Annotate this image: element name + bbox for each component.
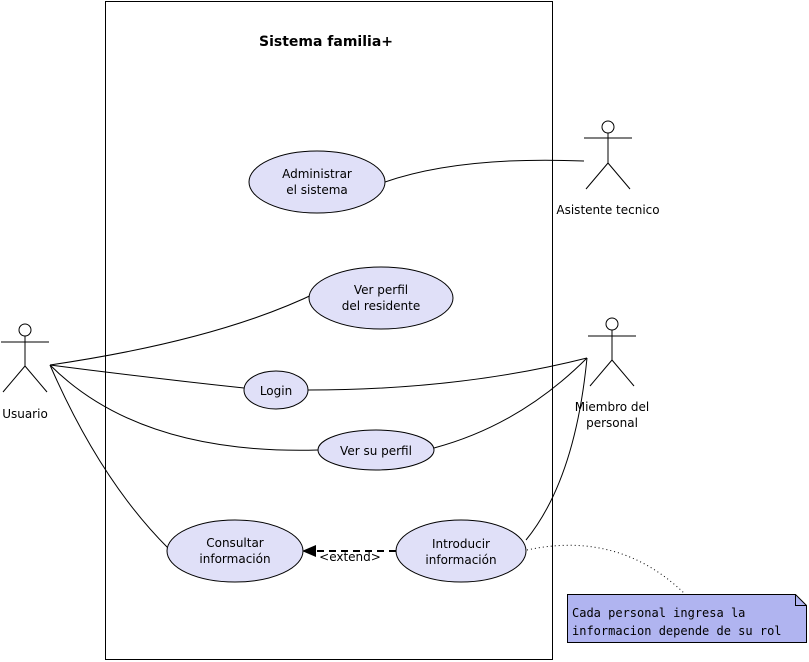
use-case-ver-su-perfil-label: Ver su perfil bbox=[340, 444, 412, 458]
extend-label: <extend> bbox=[319, 550, 381, 564]
actor-asistente-label: Asistente tecnico bbox=[556, 203, 659, 217]
use-case-consultar-line1: Consultar bbox=[206, 536, 264, 550]
assoc-asistente-administrar bbox=[384, 159, 585, 183]
actor-asistente-tecnico[interactable]: Asistente tecnico bbox=[556, 120, 660, 217]
actor-miembro-label-line1: Miembro del bbox=[575, 400, 650, 414]
use-case-ver-perfil-residente[interactable]: Ver perfil del residente bbox=[308, 266, 454, 330]
use-case-administrar-line1: Administrar bbox=[282, 167, 352, 181]
use-case-ver-perfil-residente-line1: Ver perfil bbox=[354, 283, 408, 297]
use-case-login[interactable]: Login bbox=[243, 370, 309, 410]
actor-usuario[interactable]: Usuario bbox=[1, 323, 49, 421]
assoc-usuario-login bbox=[49, 364, 245, 389]
actor-usuario-label: Usuario bbox=[2, 407, 48, 421]
use-case-ver-perfil-residente-line2: del residente bbox=[342, 299, 420, 313]
assoc-miembro-introducir bbox=[525, 357, 588, 541]
use-case-administrar[interactable]: Administrar el sistema bbox=[248, 150, 386, 214]
note-line1: Cada personal ingresa la bbox=[572, 606, 745, 620]
use-case-consultar-line2: información bbox=[199, 552, 270, 566]
stick-figure-icon bbox=[1, 323, 49, 393]
assoc-miembro-ver-su-perfil bbox=[433, 357, 588, 449]
associations bbox=[49, 159, 588, 549]
use-case-ver-su-perfil[interactable]: Ver su perfil bbox=[317, 429, 435, 471]
note-fold-icon bbox=[795, 594, 807, 606]
system-boundary bbox=[105, 1, 553, 660]
assoc-miembro-login bbox=[307, 357, 588, 391]
use-case-introducir-line2: información bbox=[425, 553, 496, 567]
use-case-introducir[interactable]: Introducir información bbox=[395, 519, 527, 583]
assoc-usuario-ver-perfil-residente bbox=[49, 291, 319, 366]
assoc-usuario-consultar bbox=[49, 364, 169, 549]
use-case-consultar[interactable]: Consultar información bbox=[166, 519, 304, 583]
system-title: Sistema familia+ bbox=[259, 34, 393, 50]
actor-miembro-personal[interactable]: Miembro del personal bbox=[575, 317, 650, 430]
note-line2: informacion depende de su rol bbox=[572, 624, 782, 638]
stick-figure-icon bbox=[584, 120, 632, 190]
use-case-login-label: Login bbox=[260, 384, 292, 398]
stick-figure-icon bbox=[588, 317, 636, 387]
actor-miembro-label-line2: personal bbox=[586, 416, 638, 430]
use-case-administrar-line2: el sistema bbox=[286, 183, 348, 197]
note-connector bbox=[526, 544, 687, 596]
use-case-introducir-line1: Introducir bbox=[432, 537, 490, 551]
assoc-usuario-ver-su-perfil bbox=[49, 364, 319, 451]
note[interactable]: Cada personal ingresa la informacion dep… bbox=[567, 594, 807, 643]
